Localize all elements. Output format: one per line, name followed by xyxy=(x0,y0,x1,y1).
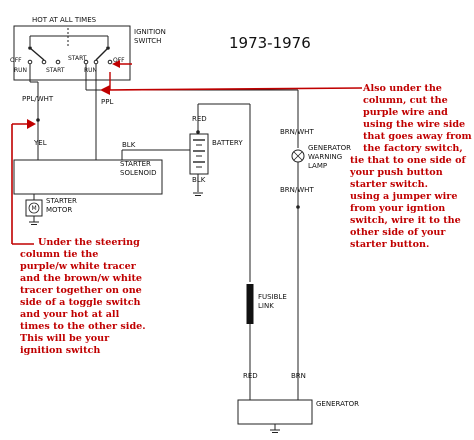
right-note-line: other side of your xyxy=(350,227,446,238)
left-note-line: column tie the xyxy=(20,249,98,260)
right-note-line: starter switch. xyxy=(350,179,428,190)
right-note-line: using the wire side xyxy=(363,119,465,130)
brn-wht-top-label: BRN/WHT xyxy=(280,128,314,136)
brn-wht-bottom-label: BRN/WHT xyxy=(280,186,314,194)
diagram-title: 1973-1976 xyxy=(229,34,311,52)
right-note-line: starter button. xyxy=(350,239,429,250)
generator-label: GENERATOR xyxy=(316,400,359,408)
ppl-label: PPL xyxy=(101,98,113,106)
fusible-label-2: LINK xyxy=(258,302,274,310)
right-note-line: Also under the xyxy=(362,83,442,94)
ppl-wht-label: PPL/WHT xyxy=(22,95,54,103)
ignition-switch-label-1: IGNITION xyxy=(134,28,166,36)
red-gen-label: RED xyxy=(243,372,258,380)
ignition-switch-box xyxy=(13,25,131,81)
left-switch-arm xyxy=(29,47,45,61)
blk-battery-label: BLK xyxy=(192,176,206,184)
right-note-line: from your igntion xyxy=(350,203,445,214)
left-note: Under the steering column tie the purple… xyxy=(20,237,146,356)
left-note-line: and your hot at all xyxy=(20,309,120,320)
right-annotation-arrow xyxy=(107,87,363,91)
starter-solenoid-label-1: STARTER xyxy=(120,160,151,168)
starter-motor-label-2: MOTOR xyxy=(46,206,72,214)
run-left-label: RUN xyxy=(14,67,27,74)
blk-solenoid-label: BLK xyxy=(122,141,136,149)
right-note-line: your push button xyxy=(349,167,443,178)
motor-symbol: M xyxy=(32,205,37,212)
battery-label: BATTERY xyxy=(212,139,243,147)
left-note-line: ignition switch xyxy=(20,345,100,356)
starter-motor-label-1: STARTER xyxy=(46,197,77,205)
start-right-label: START xyxy=(68,55,87,62)
left-note-line: tracer together on one xyxy=(20,285,142,296)
ignition-switch-label-2: SWITCH xyxy=(134,37,161,45)
splice-dot-left xyxy=(36,118,40,122)
left-note-line: side of a toggle switch xyxy=(20,297,141,308)
off-left-label: OFF xyxy=(10,57,22,64)
right-note-line: column, cut the xyxy=(363,95,448,106)
run-right-label: RUN xyxy=(84,67,97,74)
right-note: Also under the column, cut the purple wi… xyxy=(349,83,472,250)
right-note-line: switch, wire it to the xyxy=(350,215,461,226)
right-note-line: purple wire and xyxy=(363,107,448,118)
start-left-label: START xyxy=(46,67,65,74)
right-note-line: tie that to one side of xyxy=(350,155,466,166)
gen-warning-label-2: WARNING xyxy=(308,153,342,161)
battery-icon xyxy=(189,133,209,175)
right-note-line: using a jumper wire xyxy=(350,191,457,202)
fusible-label-1: FUSIBLE xyxy=(258,293,287,301)
brn-gen-label: BRN xyxy=(291,372,306,380)
left-note-line: purple/w white tracer xyxy=(20,261,137,272)
red-battery-label: RED xyxy=(192,115,207,123)
starter-solenoid-label-2: SOLENOID xyxy=(120,169,156,177)
right-note-line: the factory switch, xyxy=(363,143,463,154)
right-note-line: that goes away from xyxy=(363,131,472,142)
left-note-line: and the brown/w white xyxy=(20,273,142,284)
left-note-line: This will be your xyxy=(20,333,110,344)
gen-warning-label-1: GENERATOR xyxy=(308,144,351,152)
generator-box xyxy=(237,399,313,425)
starter-solenoid-box xyxy=(13,159,163,195)
hot-at-all-times-label: HOT AT ALL TIMES xyxy=(32,16,97,24)
gen-warning-label-3: LAMP xyxy=(308,162,327,170)
right-switch-arm xyxy=(95,47,109,61)
fusible-link-icon xyxy=(246,284,254,324)
left-note-line: Under the steering xyxy=(38,237,140,248)
yel-label: YEL xyxy=(33,139,47,147)
left-note-line: times to the other side. xyxy=(20,321,146,332)
motor-icon xyxy=(28,202,40,214)
